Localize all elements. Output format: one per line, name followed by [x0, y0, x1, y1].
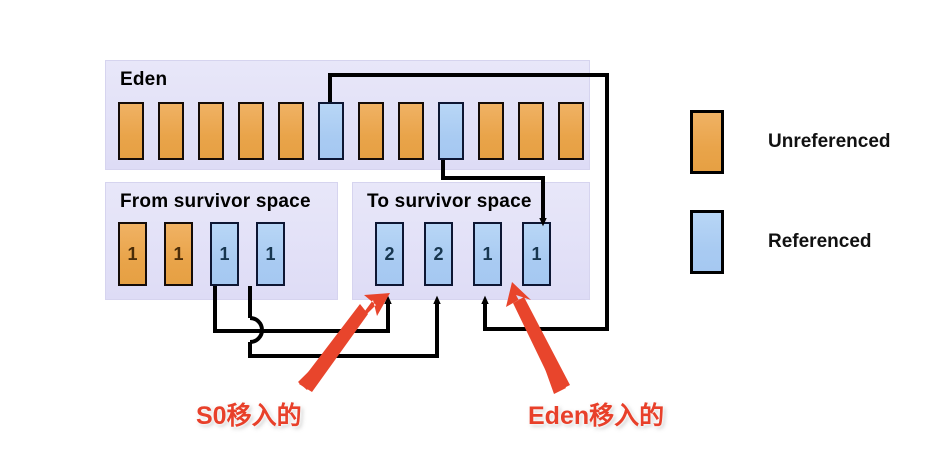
wire-eden6-to-to3 — [328, 73, 609, 331]
legend-label-unreferenced: Unreferenced — [768, 131, 891, 152]
from-survivor-block-2-age: 1 — [173, 243, 184, 264]
from-survivor-block-4: 1 — [256, 222, 285, 286]
eden-block-12 — [558, 102, 584, 160]
red-arrow-s0 — [298, 293, 390, 392]
from-survivor-block-2: 1 — [164, 222, 193, 286]
wire-from4-hop — [249, 316, 264, 344]
annotation-s0: S0移入的 — [194, 396, 305, 433]
to-survivor-block-4: 1 — [522, 222, 551, 286]
from-survivor-block-4-age: 1 — [265, 243, 276, 264]
eden-block-10 — [478, 102, 504, 160]
to-survivor-block-3-age: 1 — [482, 243, 493, 264]
legend-swatch-referenced — [690, 210, 724, 274]
wire-from4-tail — [248, 295, 441, 358]
from-survivor-block-1: 1 — [118, 222, 147, 286]
eden-block-4 — [238, 102, 264, 160]
eden-label: Eden — [120, 69, 168, 90]
from-survivor-block-3-age: 1 — [219, 243, 230, 264]
to-survivor-block-1-age: 2 — [384, 243, 395, 264]
legend-swatch-unreferenced — [690, 110, 724, 174]
legend-label-referenced: Referenced — [768, 231, 872, 252]
eden-block-3 — [198, 102, 224, 160]
eden-panel: Eden — [105, 60, 590, 170]
from-survivor-label: From survivor space — [120, 191, 311, 212]
wire-eden9-to-to4 — [441, 160, 547, 227]
legend-item-referenced: Referenced — [690, 210, 872, 274]
annotation-s0-text: S0移入的 — [194, 400, 305, 433]
eden-block-6 — [318, 102, 344, 160]
annotation-eden: Eden移入的 — [525, 396, 666, 433]
red-arrow-eden — [506, 282, 570, 394]
to-survivor-block-1: 2 — [375, 222, 404, 286]
eden-block-2 — [158, 102, 184, 160]
wire-from3-to-to1 — [213, 286, 392, 333]
annotation-eden-text: Eden移入的 — [525, 400, 666, 433]
to-survivor-block-2-age: 2 — [433, 243, 444, 264]
eden-block-1 — [118, 102, 144, 160]
eden-block-8 — [398, 102, 424, 160]
to-survivor-label: To survivor space — [367, 191, 532, 212]
eden-block-9 — [438, 102, 464, 160]
to-survivor-block-4-age: 1 — [531, 243, 542, 264]
from-survivor-block-1-age: 1 — [127, 243, 138, 264]
from-survivor-block-3: 1 — [210, 222, 239, 286]
eden-block-11 — [518, 102, 544, 160]
eden-block-7 — [358, 102, 384, 160]
eden-block-5 — [278, 102, 304, 160]
legend-item-unreferenced: Unreferenced — [690, 110, 891, 174]
to-survivor-block-3: 1 — [473, 222, 502, 286]
to-survivor-block-2: 2 — [424, 222, 453, 286]
